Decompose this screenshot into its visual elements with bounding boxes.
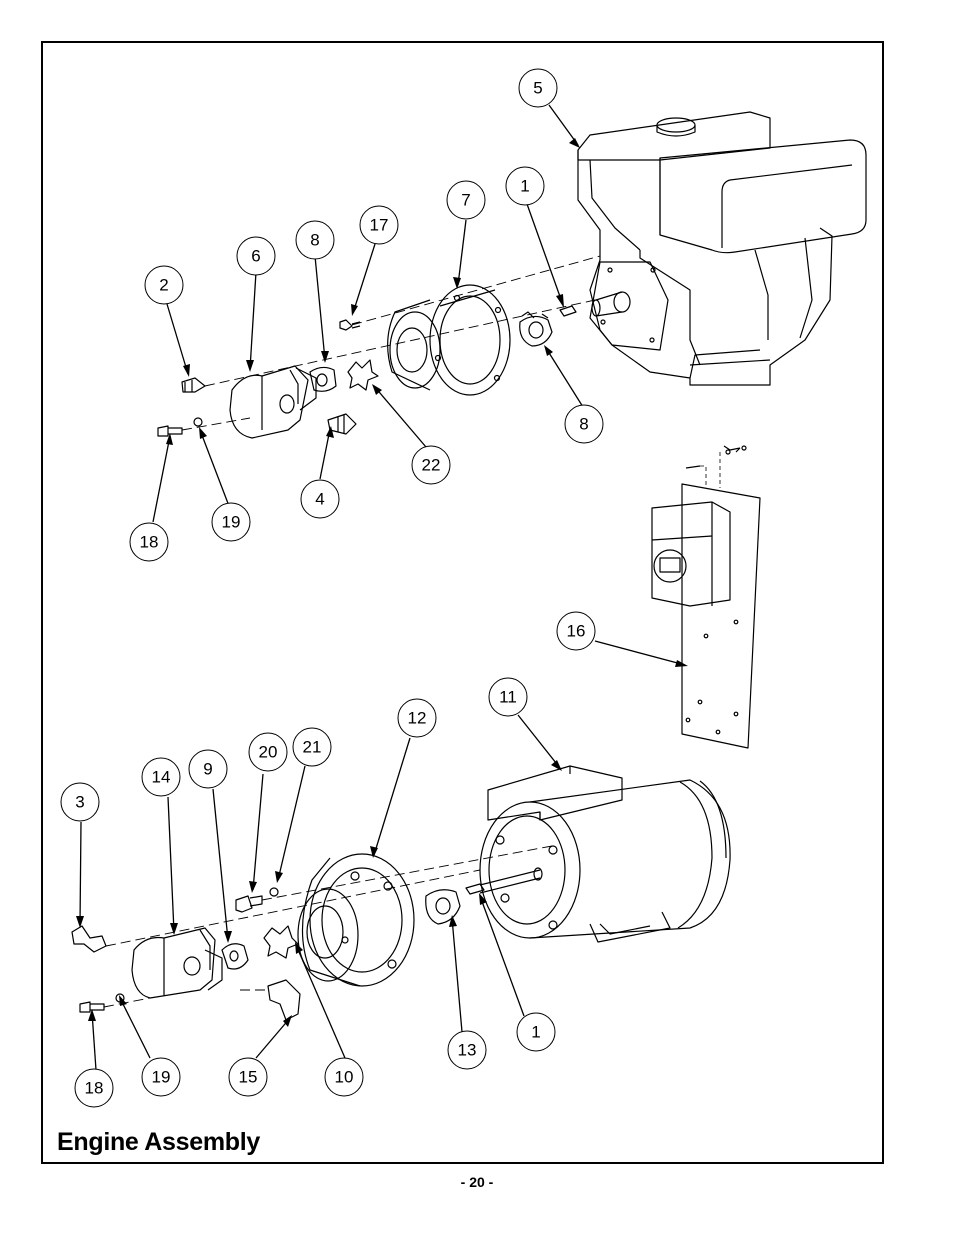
fitting-2	[181, 377, 206, 393]
callout-18-bottom: 18	[85, 1079, 104, 1098]
leader-lines	[79, 104, 686, 1071]
callout-10: 10	[335, 1068, 354, 1087]
callout-2: 2	[159, 276, 168, 295]
callout-19-bottom: 19	[152, 1068, 171, 1087]
shaft-key	[559, 305, 577, 317]
callout-19-top: 19	[222, 513, 241, 532]
hydraulic-pump-top	[229, 365, 317, 439]
shaft-key-bottom	[465, 883, 485, 895]
callout-17: 17	[370, 216, 389, 235]
washer-21	[269, 887, 279, 897]
spider-insert-top	[347, 359, 379, 391]
callout-8-left: 8	[310, 231, 319, 250]
coupling-9	[221, 943, 249, 970]
gas-engine	[577, 111, 867, 386]
callout-20: 20	[259, 743, 278, 762]
screw-18-top	[157, 425, 183, 437]
bell-housing-top	[387, 284, 511, 396]
callout-4: 4	[315, 490, 324, 509]
arrowheads	[76, 138, 688, 1027]
coupling-half-engine	[519, 311, 553, 347]
diagram-frame	[41, 41, 884, 1164]
callout-21: 21	[303, 738, 322, 757]
coupling-half-motor	[425, 889, 461, 925]
callout-18-top: 18	[140, 533, 159, 552]
electric-motor	[479, 765, 731, 943]
bolt-17	[339, 319, 361, 331]
washer-19-top	[193, 417, 203, 427]
callout-15: 15	[239, 1068, 258, 1087]
coupling-half-pump	[309, 366, 337, 392]
callout-6: 6	[251, 247, 260, 266]
bell-housing-bottom	[297, 853, 415, 987]
page-title: Engine Assembly	[57, 1128, 260, 1156]
hydraulic-pump-bottom	[131, 927, 223, 999]
spider-insert-bottom	[263, 925, 299, 959]
elbow-fitting-15	[267, 979, 301, 1021]
callout-12: 12	[408, 709, 427, 728]
page-number: - 20 -	[460, 1174, 494, 1190]
callout-circles	[60, 68, 604, 1108]
callout-8-right: 8	[579, 415, 588, 434]
fitting-4	[327, 413, 357, 435]
callout-1-bottom: 1	[531, 1023, 540, 1042]
callout-13: 13	[458, 1041, 477, 1060]
callout-1-top: 1	[520, 177, 529, 196]
elbow-fitting-3	[71, 925, 107, 953]
callout-14: 14	[152, 768, 171, 787]
callout-16: 16	[567, 622, 586, 641]
callout-5: 5	[533, 79, 542, 98]
callout-7: 7	[461, 191, 470, 210]
callout-9: 9	[203, 760, 212, 779]
callout-22: 22	[422, 456, 441, 475]
callout-3: 3	[75, 793, 84, 812]
control-panel-bracket	[651, 445, 761, 749]
callout-11: 11	[499, 688, 517, 707]
bolt-20	[235, 895, 263, 913]
